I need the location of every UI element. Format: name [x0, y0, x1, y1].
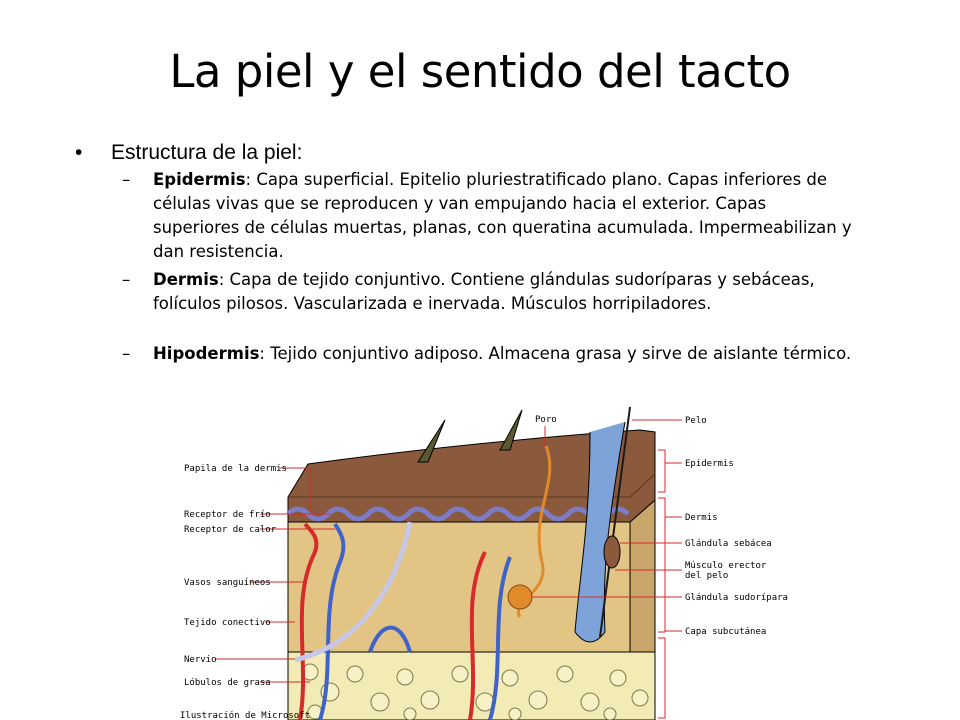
label-nervio: Nervio — [184, 655, 217, 665]
label-receptor-frio: Receptor de frío — [184, 510, 271, 520]
label-epidermis: Epidermis — [685, 459, 734, 469]
artery — [298, 522, 319, 720]
surface-hair — [417, 419, 446, 463]
desc-hipodermis: : Tejido conjuntivo adiposo. Almacena gr… — [259, 344, 852, 363]
bullet-dot: • — [75, 141, 83, 164]
bullet-text: Estructura de la piel: — [111, 141, 303, 164]
label-dermis: Dermis — [685, 513, 718, 523]
label-pelo: Pelo — [685, 416, 707, 426]
label-musculo: Músculo erector — [685, 561, 767, 571]
label-lobulos: Lóbulos de grasa — [184, 677, 271, 688]
label-subcutanea: Capa subcutánea — [685, 627, 766, 637]
label-sebacea: Glándula sebácea — [685, 539, 772, 549]
term-hipodermis: Hipodermis — [153, 344, 260, 363]
hair — [599, 406, 631, 638]
epidermis-layer — [287, 429, 656, 523]
label-papila: Papila de la dermis — [184, 464, 287, 474]
figure-credit: Ilustración de Microsoft — [180, 710, 310, 720]
vein — [318, 522, 346, 720]
term-dermis: Dermis — [153, 270, 219, 289]
nerve — [294, 521, 413, 663]
skin-illustration: Papila de la dermis Receptor de frío Rec… — [180, 406, 788, 720]
dash: – — [122, 344, 131, 363]
label-receptor-calor: Receptor de calor — [184, 525, 277, 535]
surface-hair — [499, 409, 523, 451]
term-epidermis: Epidermis — [153, 170, 246, 189]
fat-lobules — [301, 663, 649, 720]
label-sudoripara: Glándula sudorípara — [685, 593, 788, 603]
desc-epidermis: : Capa superficial. Epitelio pluriestrat… — [153, 170, 852, 261]
sebaceous-gland — [603, 535, 621, 569]
label-poro: Poro — [535, 415, 557, 425]
papillae-line — [286, 506, 630, 522]
sweat-gland — [507, 584, 533, 610]
label-musculo-2: del pelo — [685, 571, 728, 581]
hair-follicle — [574, 421, 626, 643]
dash: – — [122, 170, 131, 189]
slide-title: La piel y el sentido del tacto — [169, 45, 791, 98]
desc-dermis: : Capa de tejido conjuntivo. Contiene gl… — [153, 270, 815, 313]
label-tejido: Tejido conectivo — [184, 618, 271, 628]
dermis-side — [629, 498, 656, 653]
label-vasos: Vasos sanguíneos — [184, 578, 271, 588]
dash: – — [122, 270, 131, 289]
